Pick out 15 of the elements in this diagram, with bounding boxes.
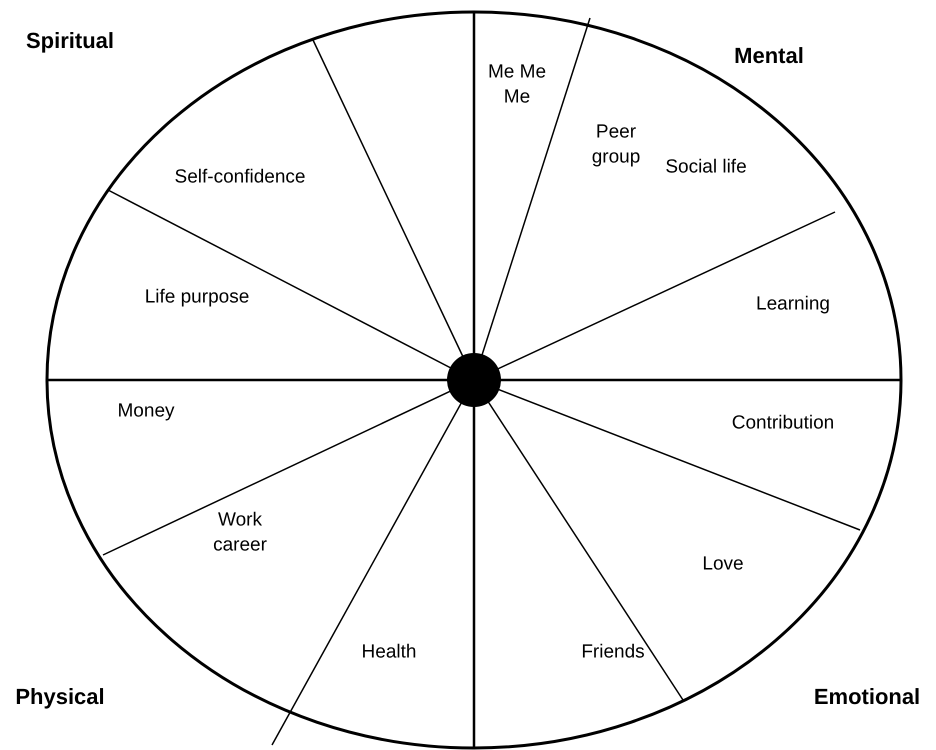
segment-label: Work career [195,508,285,558]
dimension-heading: Spiritual [26,28,114,54]
segment-label: Me Me Me [487,60,547,110]
dimension-heading: Emotional [814,684,920,710]
segment-label: Health [339,640,439,666]
segment-label: Money [96,400,196,424]
dimension-heading: Physical [15,684,105,710]
segment-label: Friends [563,640,663,666]
segment-label: Learning [733,292,853,318]
segment-label: Life purpose [142,286,252,310]
segment-label: Contribution [708,412,858,436]
segment-label: Peer group [571,120,661,170]
dimension-heading: Mental [734,43,804,69]
segment-label: Self-confidence [170,166,310,190]
segment-label: Love [683,552,763,578]
